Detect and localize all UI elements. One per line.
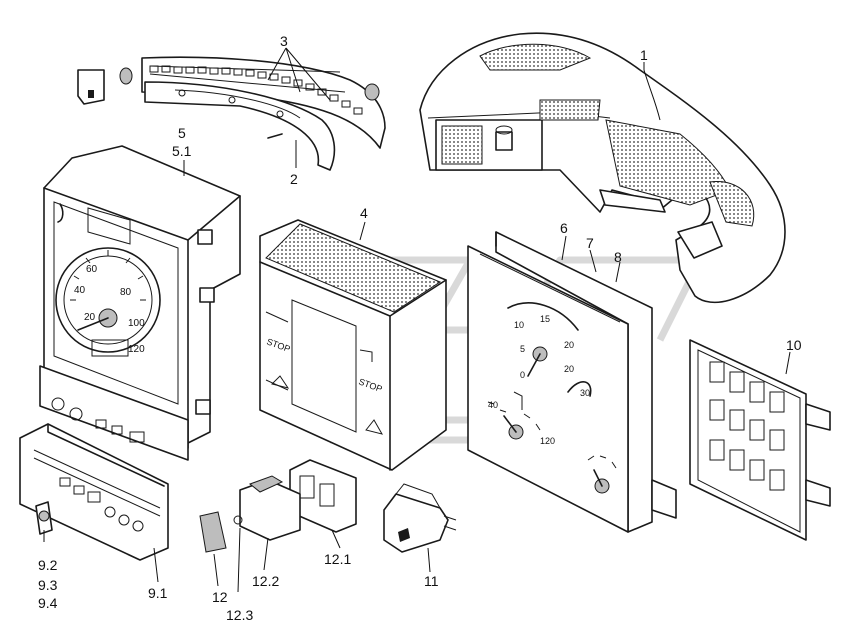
dial-100: 100	[128, 318, 145, 329]
dash-trim-strips	[77, 56, 386, 171]
gauge-panel	[467, 231, 677, 533]
tachograph-unit	[39, 145, 241, 461]
callout-12-2: 12.2	[252, 573, 279, 589]
dial-60: 60	[86, 264, 98, 275]
callout-9-3: 9.3	[38, 577, 58, 593]
callout-6: 6	[560, 220, 568, 236]
callout-12-3: 12.3	[226, 607, 253, 623]
gauge-20-lower: 20	[564, 364, 574, 374]
callout-12-1: 12.1	[324, 551, 351, 567]
rotary-knob	[35, 501, 53, 535]
gauge-120: 120	[540, 436, 555, 446]
leader-lines	[43, 47, 791, 593]
blank-cover	[199, 511, 227, 553]
callout-5: 5	[178, 125, 186, 141]
warning-light-module	[259, 219, 447, 471]
callout-1: 1	[640, 47, 648, 63]
dial-20: 20	[84, 312, 96, 323]
switch-panel	[19, 423, 169, 561]
callout-9-2: 9.2	[38, 557, 58, 573]
gauge-0: 0	[520, 370, 525, 380]
callout-4: 4	[360, 205, 368, 221]
dial-80: 80	[120, 287, 132, 298]
callout-3: 3	[280, 33, 288, 49]
vent-grille	[689, 339, 831, 541]
callout-9-4: 9.4	[38, 595, 58, 611]
gauge-5: 5	[520, 344, 525, 354]
toggle-switch	[383, 483, 457, 553]
dashboard-cowl	[419, 32, 786, 304]
gauge-20-upper: 20	[564, 340, 574, 350]
gauge-40: 40	[488, 400, 498, 410]
gauge-15: 15	[540, 314, 550, 324]
speedometer-numerals: 20 40 60 80 100 120	[74, 264, 145, 355]
dial-120: 120	[128, 344, 145, 355]
dial-40: 40	[74, 285, 86, 296]
gauge-numerals: 10 15 20 5 0 20 30 40 120	[488, 314, 590, 446]
callout-7: 7	[586, 235, 594, 251]
callout-12: 12	[212, 589, 228, 605]
callout-9-1: 9.1	[148, 585, 168, 601]
callout-labels: 1 3 2 5 5.1 4 6 7 8 10 9.1 9.2 9.3 9.4 1…	[38, 33, 802, 623]
rocker-switch	[233, 475, 301, 541]
callout-2: 2	[290, 171, 298, 187]
gauge-30: 30	[580, 388, 590, 398]
callout-8: 8	[614, 249, 622, 265]
gauge-10: 10	[514, 320, 524, 330]
callout-5-1: 5.1	[172, 143, 192, 159]
callout-10: 10	[786, 337, 802, 353]
callout-11: 11	[424, 573, 439, 589]
